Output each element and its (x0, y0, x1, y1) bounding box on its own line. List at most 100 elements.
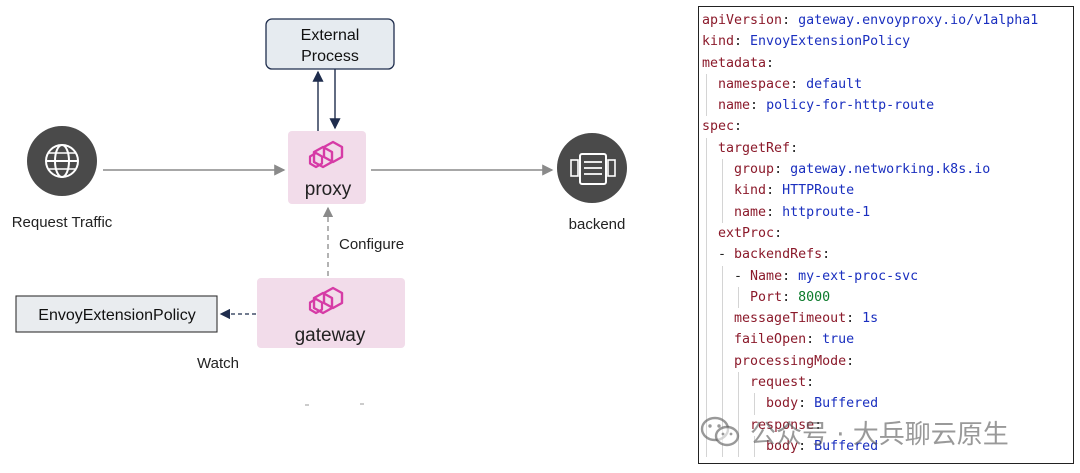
indent-guide (722, 265, 723, 287)
yaml-key: spec (702, 119, 735, 135)
indent-guide (722, 329, 723, 351)
yaml-colon: : (766, 204, 783, 220)
indent-guide (738, 372, 739, 394)
backend-node: backend (557, 133, 627, 233)
yaml-colon: : (822, 247, 831, 263)
yaml-value: true (822, 332, 855, 348)
yaml-colon: : (774, 162, 791, 178)
yaml-line: extProc: (702, 222, 1073, 245)
indent-guide (738, 393, 739, 415)
yaml-colon: : (790, 140, 799, 156)
yaml-colon: : (846, 311, 863, 327)
yaml-line: name: httproute-1 (702, 201, 1073, 223)
globe-icon (27, 126, 97, 196)
yaml-colon: : (806, 375, 815, 391)
yaml-key: body (766, 438, 799, 454)
yaml-value: my-ext-proc-svc (798, 268, 919, 284)
indent-guide (738, 286, 739, 309)
yaml-line: body: Buffered (702, 435, 1073, 458)
gateway-label: gateway (295, 325, 366, 346)
yaml-value: Buffered (814, 396, 879, 412)
indent-guide (706, 350, 707, 373)
yaml-indent (702, 247, 718, 262)
yaml-key: kind (702, 34, 735, 50)
yaml-line: group: gateway.networking.k8s.io (702, 159, 1073, 181)
indent-guide (754, 435, 755, 458)
indent-guide (722, 393, 723, 415)
yaml-indent (702, 439, 766, 454)
yaml-line: kind: EnvoyExtensionPolicy (702, 31, 1073, 52)
yaml-value: 1s (862, 311, 879, 327)
yaml-dash: - (718, 247, 735, 263)
yaml-line: Port: 8000 (702, 286, 1073, 309)
configure-label: Configure (339, 236, 404, 253)
yaml-colon: : (734, 119, 743, 135)
yaml-key: response (750, 417, 815, 433)
yaml-key: body (766, 396, 799, 412)
yaml-colon: : (766, 55, 775, 71)
yaml-indent (702, 375, 750, 390)
gateway-node: gateway (257, 278, 405, 348)
indent-guide (722, 201, 723, 223)
yaml-key: Port (750, 289, 783, 305)
yaml-value: EnvoyExtensionPolicy (750, 34, 911, 50)
indent-guide (706, 201, 707, 223)
yaml-colon: : (798, 438, 815, 454)
yaml-key: group (734, 162, 775, 178)
yaml-key: extProc (718, 225, 775, 241)
yaml-indent (702, 396, 766, 411)
proxy-label: proxy (305, 179, 352, 200)
yaml-key: faileOpen (734, 332, 807, 348)
yaml-line: response: (702, 414, 1073, 436)
indent-guide (722, 435, 723, 458)
yaml-key: name (718, 98, 751, 114)
indent-guide (706, 435, 707, 458)
yaml-value: Buffered (814, 438, 879, 454)
yaml-line: request: (702, 372, 1073, 394)
yaml-line: spec: (702, 116, 1073, 137)
yaml-key: kind (734, 183, 767, 199)
yaml-colon: : (782, 13, 799, 28)
envoy-extension-policy-label: EnvoyExtensionPolicy (38, 307, 195, 324)
yaml-value: default (806, 76, 863, 92)
external-process-label-line1: External (301, 27, 360, 44)
yaml-colon: : (774, 225, 783, 241)
proxy-node: proxy (288, 131, 366, 204)
indent-guide (722, 180, 723, 202)
yaml-colon: : (798, 396, 815, 412)
yaml-key: processingMode (734, 353, 847, 369)
request-traffic-node: Request Traffic (12, 126, 113, 231)
indent-guide (722, 308, 723, 330)
yaml-key: metadata (702, 55, 767, 71)
indent-guide (738, 414, 739, 436)
indent-guide (706, 286, 707, 309)
external-process-node: External Process (265, 18, 395, 70)
yaml-key: name (734, 204, 767, 220)
indent-guide (706, 73, 707, 96)
indent-guide (706, 180, 707, 202)
yaml-line: metadata: (702, 53, 1073, 74)
indent-guide (722, 159, 723, 181)
yaml-colon: : (846, 353, 855, 369)
yaml-colon: : (782, 289, 799, 305)
indent-guide (722, 286, 723, 309)
indent-guide (706, 265, 707, 287)
external-process-label-line2: Process (301, 48, 359, 65)
indent-guide (754, 393, 755, 415)
indent-guide (706, 95, 707, 117)
yaml-key: apiVersion (702, 13, 783, 28)
yaml-indent (702, 141, 718, 156)
indent-guide (722, 372, 723, 394)
yaml-line: processingMode: (702, 350, 1073, 373)
yaml-colon: : (734, 34, 751, 50)
indent-guide (722, 414, 723, 436)
yaml-line: messageTimeout: 1s (702, 308, 1073, 330)
yaml-line: targetRef: (702, 137, 1073, 160)
yaml-colon: : (790, 76, 807, 92)
indent-guide (706, 159, 707, 181)
yaml-line: faileOpen: true (702, 329, 1073, 351)
yaml-key: backendRefs (734, 247, 823, 263)
envoy-extension-policy-node: EnvoyExtensionPolicy (15, 295, 218, 333)
yaml-line: - backendRefs: (702, 244, 1073, 266)
yaml-line: name: policy-for-http-route (702, 95, 1073, 117)
